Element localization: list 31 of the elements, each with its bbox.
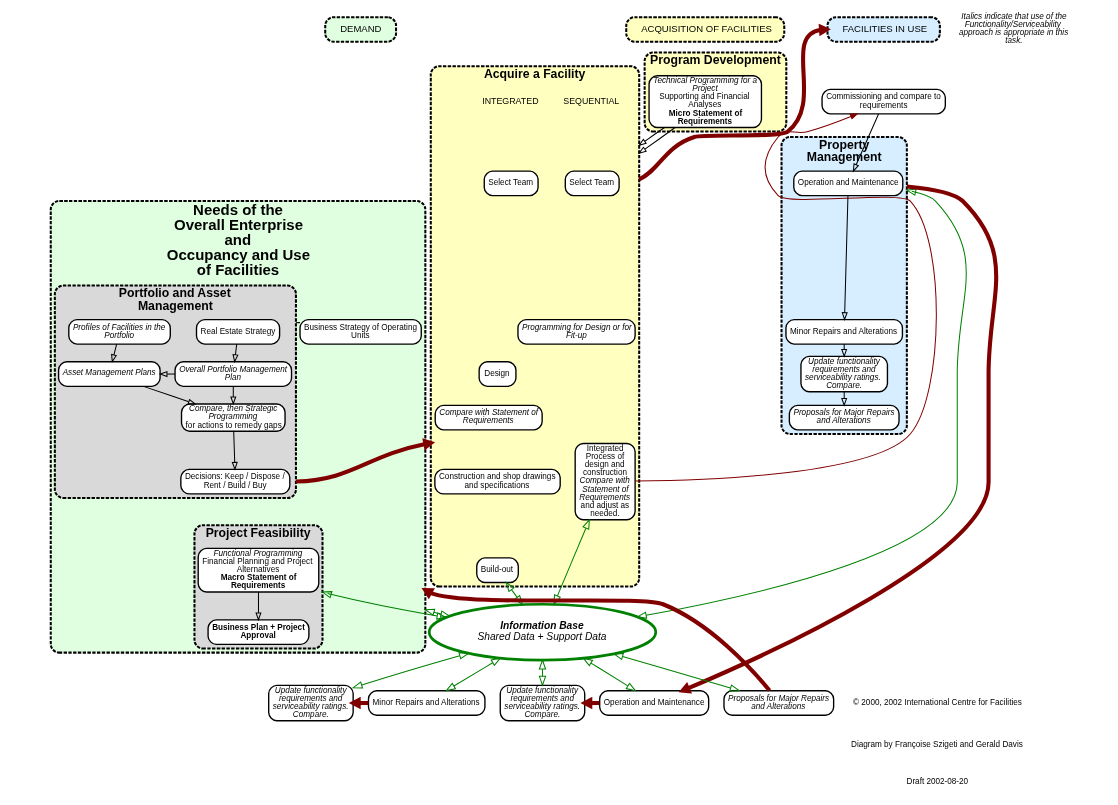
arrow [553,518,590,606]
arrow [232,343,239,363]
label: INTEGRATED [482,95,539,106]
arrow [637,126,666,146]
arrow [444,656,502,691]
node-box: ACQUISITION OF FACILITIES [625,15,786,43]
arrow [841,343,848,358]
arrow [635,187,967,619]
arrow [158,370,176,377]
arrow [852,112,880,172]
node-box: FACILITIES IN USE [826,15,941,43]
connector [295,321,301,323]
label: SEQUENTIAL [563,95,620,106]
arrow [841,194,849,321]
arrow [678,183,999,693]
node-box: DEMAND [324,15,398,43]
arrow [231,430,238,471]
arrow [143,385,197,405]
arrow [321,590,448,620]
arrow [582,657,637,691]
arrow [230,385,237,405]
arrow [638,23,831,181]
arrow [637,126,676,154]
arrow [505,580,524,606]
arrow [634,112,937,482]
arrow [255,591,262,621]
arrow [612,652,741,692]
arrow [351,651,470,689]
arrow [295,437,436,484]
arrow [111,343,118,363]
arrow [421,587,772,692]
